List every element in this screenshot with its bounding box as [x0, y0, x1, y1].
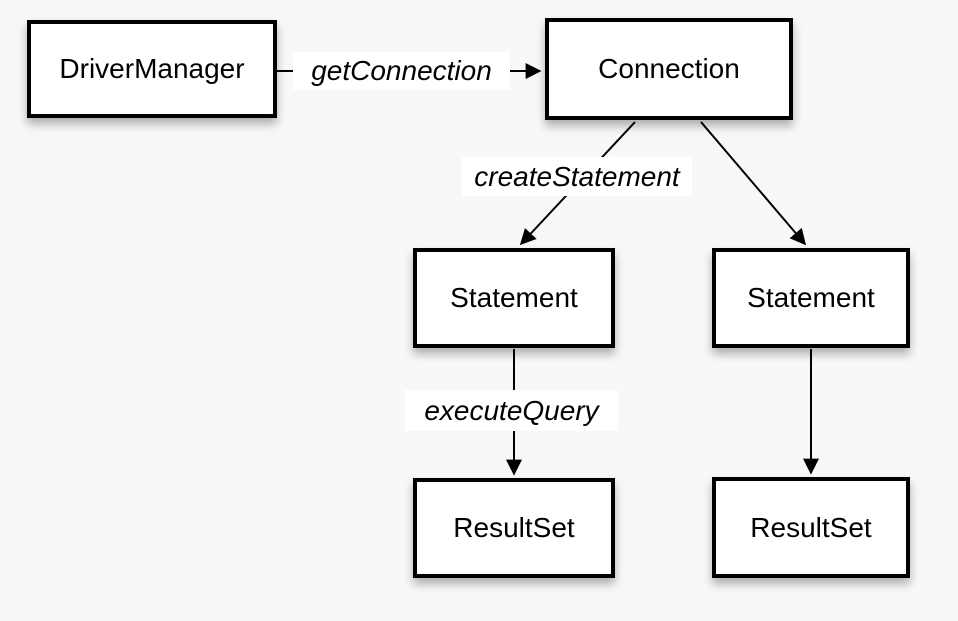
node-statement-right-label: Statement — [747, 282, 875, 313]
edge-connection-to-statement-right-arrow — [700, 121, 807, 246]
node-statement-right: Statement — [712, 248, 910, 348]
edge-label-getconnection: getConnection — [293, 52, 510, 90]
node-resultset-right-label: ResultSet — [750, 511, 872, 543]
node-connection: Connection — [545, 18, 793, 120]
node-driver-manager-label: DriverManager — [59, 53, 245, 84]
node-resultset-right: ResultSet — [712, 477, 910, 578]
node-connection-label: Connection — [598, 53, 740, 84]
node-statement-left-label: Statement — [450, 282, 578, 313]
edge-label-getconnection-text: getConnection — [311, 55, 492, 86]
edge-label-executequery: executeQuery — [405, 390, 618, 431]
node-resultset-left: ResultSet — [413, 478, 615, 578]
edge-label-createstatement-text: createStatement — [474, 160, 680, 192]
edge-label-createstatement: createStatement — [462, 157, 692, 196]
edge-label-executequery-text: executeQuery — [424, 394, 599, 426]
node-driver-manager: DriverManager — [27, 20, 277, 118]
node-resultset-left-label: ResultSet — [453, 512, 575, 543]
node-statement-left: Statement — [413, 248, 615, 348]
